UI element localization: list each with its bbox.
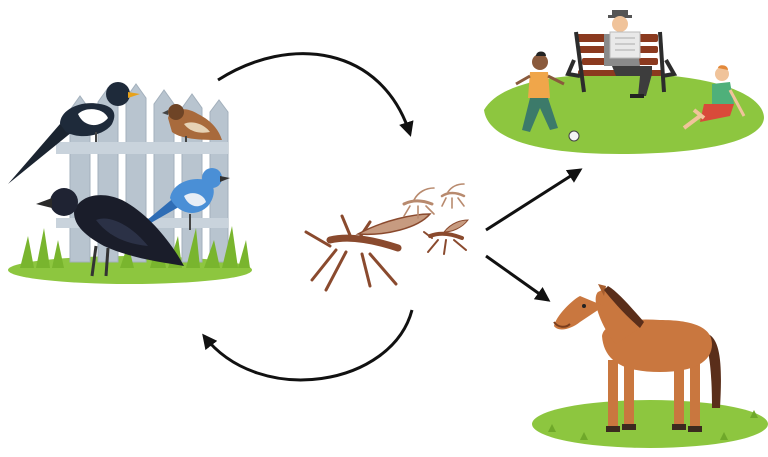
arrow-mosquitoes-to-horse bbox=[485, 254, 551, 302]
arrow-birds-to-mosquitoes bbox=[217, 52, 414, 137]
horse-icon bbox=[532, 284, 768, 448]
arrow-mosquitoes-to-birds bbox=[202, 309, 414, 382]
arrow-mosquitoes-to-people bbox=[485, 168, 583, 232]
mosquito-icon bbox=[304, 183, 470, 292]
cycle-arrows bbox=[202, 52, 583, 382]
people-in-park-icon bbox=[484, 10, 764, 154]
birds-on-fence-icon bbox=[8, 82, 252, 284]
